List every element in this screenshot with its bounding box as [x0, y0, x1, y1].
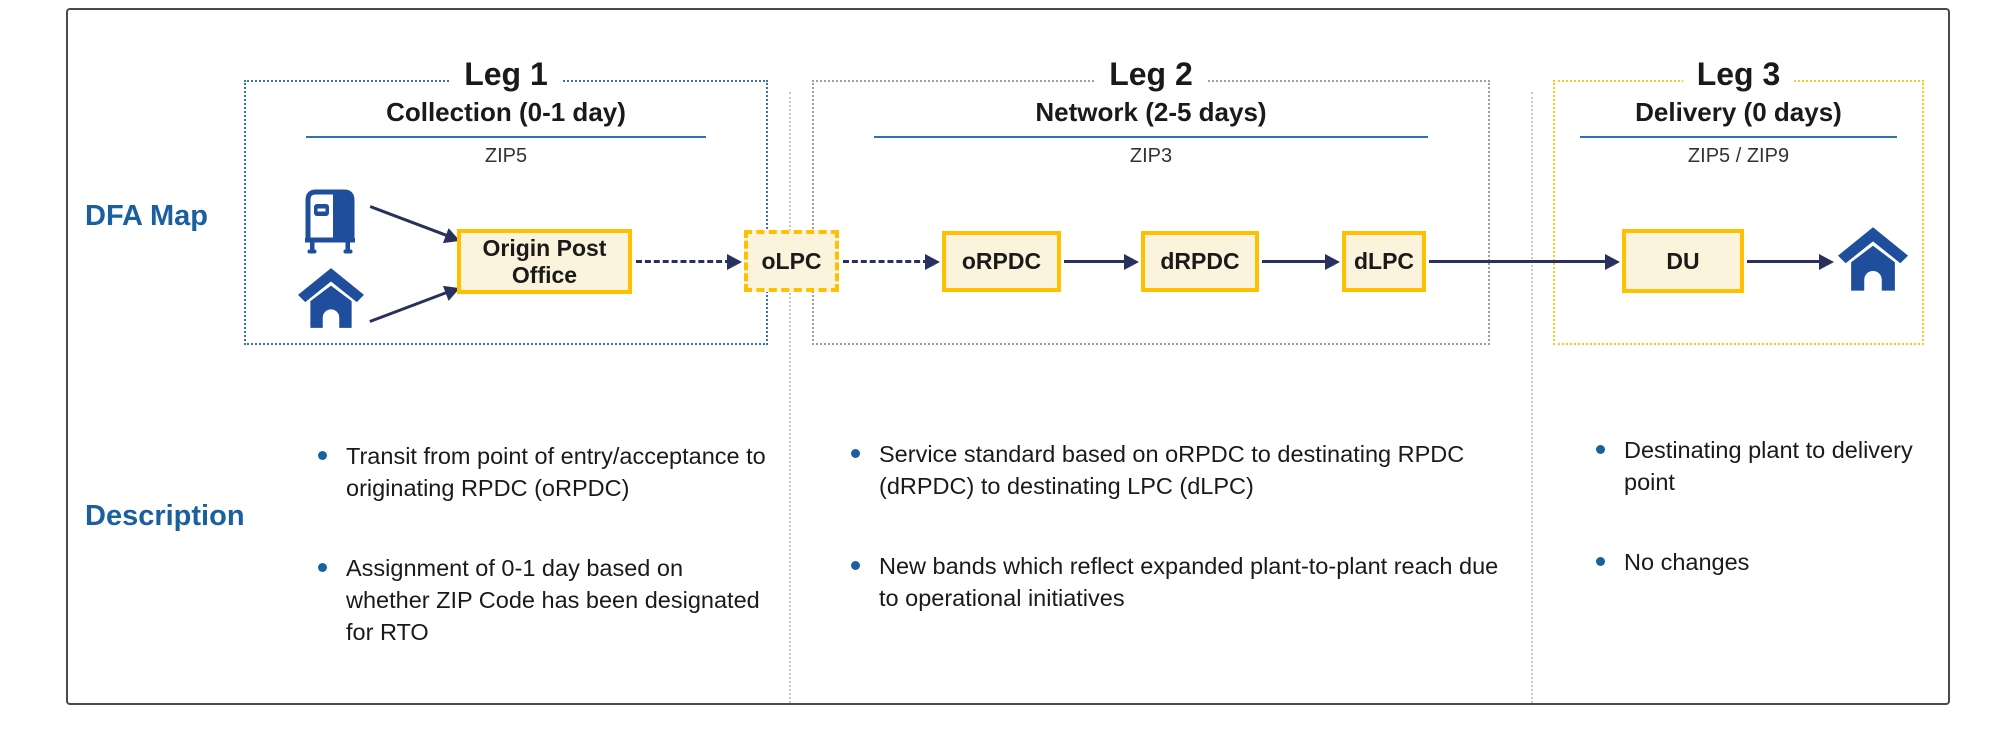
- leg2-bullet-1: Service standard based on oRPDC to desti…: [848, 438, 1503, 502]
- origin-house-icon: [298, 268, 364, 330]
- leg1-underline: [306, 136, 706, 138]
- leg3-underline: [1580, 136, 1897, 138]
- leg1-bullet-2: Assignment of 0-1 day based on whether Z…: [315, 552, 767, 648]
- node-orpdc: oRPDC: [942, 231, 1061, 292]
- arrow-origin-post-office-to-olpc: [636, 254, 742, 270]
- leg3-region: Leg 3 Delivery (0 days) ZIP5 / ZIP9: [1553, 56, 1924, 345]
- node-origin-post-office: Origin Post Office: [457, 229, 632, 294]
- column-separator-leg2-leg3: [1531, 92, 1533, 703]
- row-label-description: Description: [85, 500, 245, 532]
- leg1-subtitle: Collection (0-1 day): [386, 97, 626, 127]
- node-drpdc: dRPDC: [1141, 231, 1259, 292]
- leg3-title: Leg 3: [1682, 56, 1795, 93]
- column-separator-leg1-leg2: [789, 92, 791, 703]
- leg3-zip-label: ZIP5 / ZIP9: [1687, 145, 1790, 167]
- leg3-bullet-1: Destinating plant to delivery point: [1593, 434, 1913, 498]
- destination-house-icon: [1838, 227, 1908, 293]
- node-dlpc: dLPC: [1342, 231, 1426, 292]
- node-du: DU: [1622, 229, 1744, 293]
- leg2-description-list: Service standard based on oRPDC to desti…: [848, 438, 1503, 662]
- leg1-title: Leg 1: [450, 56, 562, 93]
- arrow-olpc-to-orpdc: [843, 254, 940, 270]
- row-label-dfa-map: DFA Map: [85, 200, 208, 232]
- node-olpc: oLPC: [744, 230, 839, 292]
- leg2-region: Leg 2 Network (2-5 days) ZIP3: [812, 56, 1490, 345]
- leg1-zip-label: ZIP5: [484, 145, 528, 167]
- leg1-bullet-1: Transit from point of entry/acceptance t…: [315, 440, 767, 504]
- leg1-description-list: Transit from point of entry/acceptance t…: [315, 440, 767, 696]
- leg2-title: Leg 2: [1095, 56, 1207, 93]
- leg2-zip-label: ZIP3: [1129, 145, 1173, 167]
- leg2-bullet-2: New bands which reflect expanded plant-t…: [848, 550, 1503, 614]
- arrow-drpdc-to-dlpc: [1262, 254, 1340, 270]
- figure-frame: [66, 8, 1950, 705]
- arrow-dlpc-to-du: [1429, 254, 1620, 270]
- arrow-du-to-destination-house: [1747, 254, 1834, 270]
- node-origin-post-office-label: Origin Post Office: [482, 235, 607, 288]
- arrow-orpdc-to-drpdc: [1064, 254, 1139, 270]
- leg3-description-list: Destinating plant to delivery point No c…: [1593, 434, 1913, 626]
- leg1-region: Leg 1 Collection (0-1 day) ZIP5: [244, 56, 768, 345]
- leg2-subtitle: Network (2-5 days): [1035, 97, 1267, 127]
- leg3-subtitle: Delivery (0 days): [1635, 97, 1842, 127]
- leg3-bullet-2: No changes: [1593, 546, 1913, 578]
- leg2-underline: [874, 136, 1428, 138]
- mailbox-icon: [301, 188, 359, 256]
